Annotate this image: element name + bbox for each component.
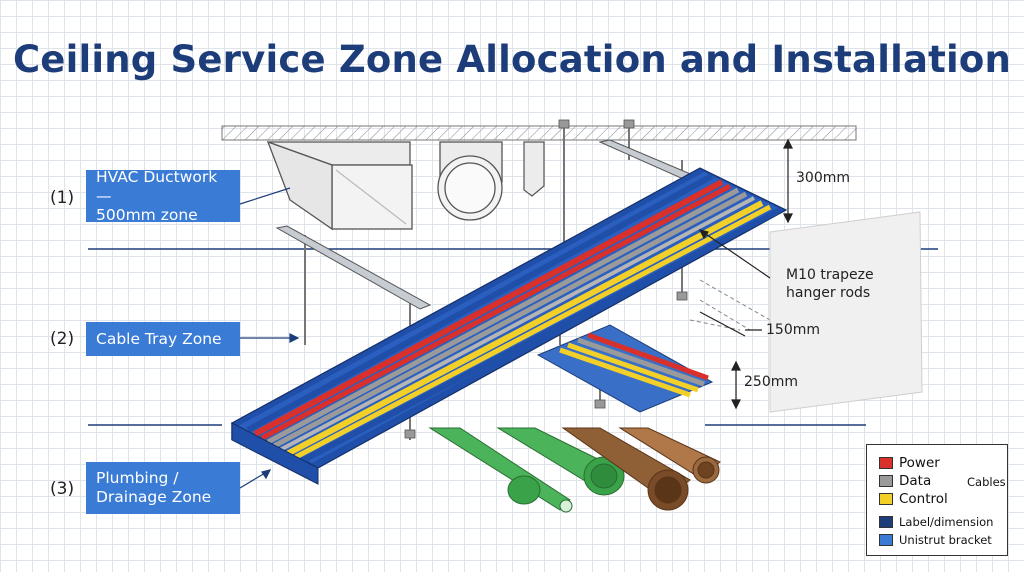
legend: Power Data Control Cables Label/dimensio… bbox=[866, 444, 1008, 556]
rod-nuts bbox=[404, 119, 688, 439]
zone-1-number: (1) bbox=[50, 188, 75, 208]
main-cable-tray bbox=[230, 167, 788, 485]
legend-label-power: Power bbox=[899, 455, 940, 471]
projection-box bbox=[689, 279, 771, 331]
legend-label-data: Data bbox=[899, 473, 932, 489]
zone-2-number: (2) bbox=[50, 329, 75, 349]
zone-2-label-line1: Cable Tray Zone bbox=[96, 329, 222, 348]
legend-swatch-label-dimension bbox=[879, 516, 893, 528]
brown-pipes bbox=[561, 427, 721, 511]
rectangular-duct bbox=[266, 140, 413, 231]
leader-lines bbox=[239, 187, 771, 489]
zone-3-label: Plumbing / Drainage Zone bbox=[86, 462, 240, 514]
concrete-block bbox=[769, 211, 923, 413]
dimension-300mm bbox=[783, 138, 793, 224]
zone-3-label-line2: Drainage Zone bbox=[96, 488, 212, 506]
green-pipes bbox=[428, 427, 625, 513]
page-title: Ceiling Service Zone Allocation and Inst… bbox=[12, 38, 1012, 81]
zone-1-label-line2: 500mm zone bbox=[96, 205, 198, 224]
legend-swatch-control bbox=[879, 493, 893, 505]
legend-item-label-dimension: Label/dimension bbox=[879, 515, 993, 529]
zone-3-label-line1: Plumbing / bbox=[96, 469, 179, 487]
duct-bracket bbox=[523, 141, 545, 197]
hanger-rod-label-line2: hanger rods bbox=[786, 285, 871, 301]
unistrut-bracket-left bbox=[275, 225, 432, 310]
dimension-label-150mm: 150mm bbox=[766, 322, 820, 338]
legend-item-unistrut-bracket: Unistrut bracket bbox=[879, 533, 992, 547]
legend-group-label: Cables bbox=[967, 475, 1006, 489]
hanger-rod-label-line1: M10 trapeze bbox=[786, 267, 874, 283]
legend-item-control: Control bbox=[879, 491, 948, 507]
dimension-150mm bbox=[699, 311, 762, 337]
zone-1-label: HVAC Ductwork — 500mm zone bbox=[86, 167, 240, 224]
hanger-rod-label: M10 trapeze hanger rods bbox=[786, 266, 874, 302]
ceiling-slab bbox=[221, 125, 857, 141]
legend-label-control: Control bbox=[899, 491, 948, 507]
lower-cable-tray bbox=[536, 324, 714, 413]
legend-swatch-unistrut-bracket bbox=[879, 534, 893, 546]
round-duct bbox=[437, 141, 503, 221]
dimension-250mm bbox=[731, 360, 741, 410]
zone-2-label: Cable Tray Zone bbox=[86, 322, 240, 356]
legend-item-power: Power bbox=[879, 455, 940, 471]
zone-1-label-line1: HVAC Ductwork — bbox=[96, 167, 218, 205]
legend-label-label-dimension: Label/dimension bbox=[899, 515, 994, 529]
dimension-label-300mm: 300mm bbox=[796, 170, 850, 186]
legend-label-unistrut-bracket: Unistrut bracket bbox=[899, 533, 992, 547]
legend-swatch-data bbox=[879, 475, 893, 487]
dimension-label-250mm: 250mm bbox=[744, 374, 798, 390]
zone-3-number: (3) bbox=[50, 479, 75, 499]
legend-item-data: Data bbox=[879, 473, 931, 489]
legend-swatch-power bbox=[879, 457, 893, 469]
